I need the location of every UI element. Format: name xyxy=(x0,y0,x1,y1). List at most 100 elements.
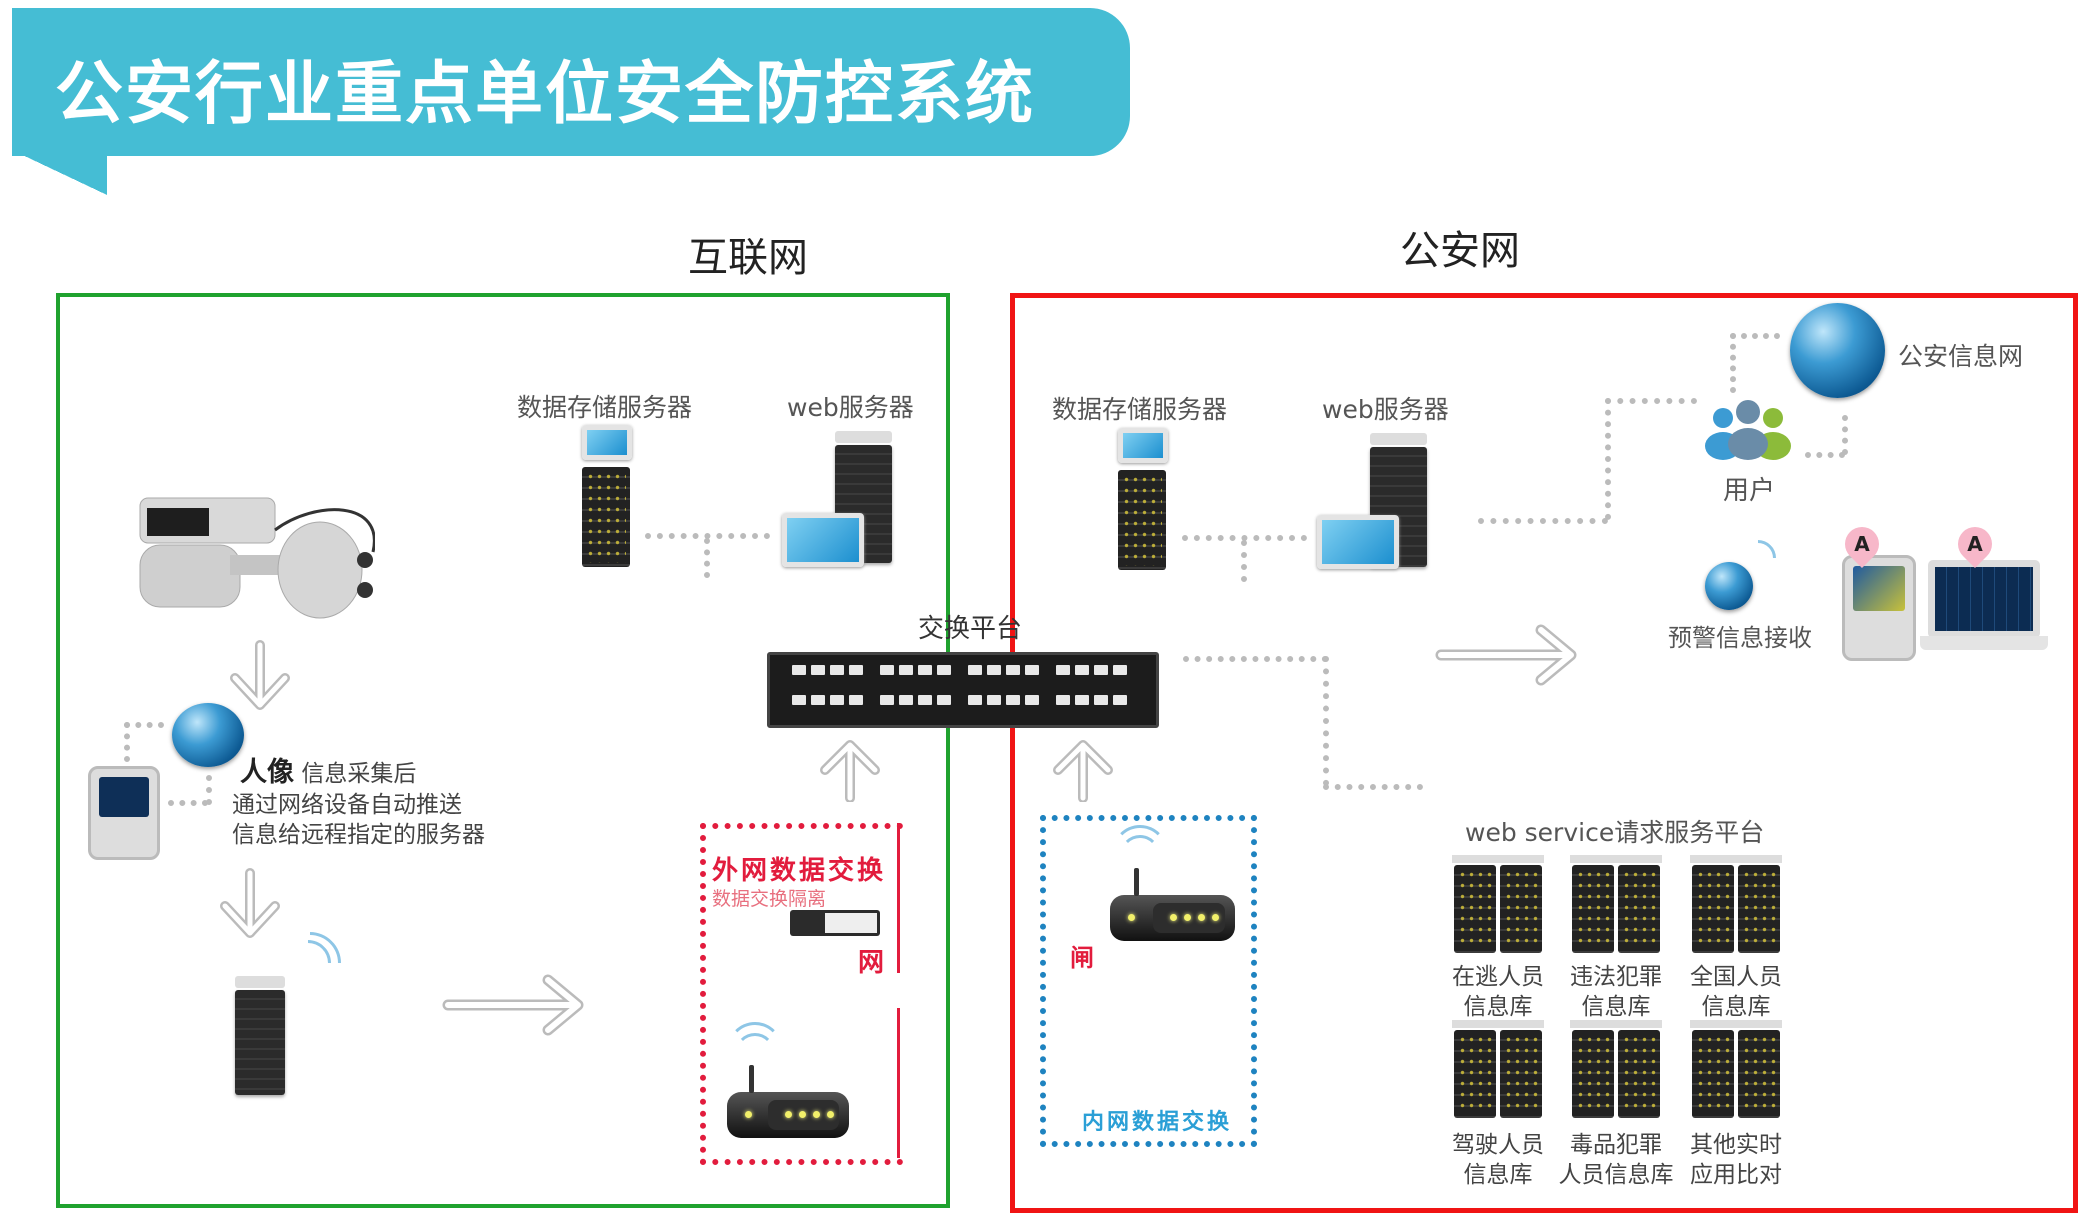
gate-char: 闸 xyxy=(1070,944,1094,972)
switch-port xyxy=(1094,695,1108,705)
exchange-platform-label: 交换平台 xyxy=(918,614,1023,644)
database-label-line2: 信息库 xyxy=(1463,994,1533,1020)
database-label-line2: 信息库 xyxy=(1463,1162,1533,1188)
inner-exchange-box xyxy=(1040,815,1257,1147)
database-server-icon xyxy=(1452,855,1544,955)
switch-port xyxy=(830,665,844,675)
dotted-connector xyxy=(206,775,212,805)
switch-port xyxy=(1056,665,1070,675)
police-web-server-label: web服务器 xyxy=(1322,395,1449,424)
switch-port xyxy=(849,695,863,705)
database-server-icon xyxy=(1452,1020,1544,1120)
dotted-connector xyxy=(1183,656,1328,662)
page-title: 公安行业重点单位安全防控系统 xyxy=(55,55,1036,134)
switch-port xyxy=(1025,665,1039,675)
web-service-title: web service请求服务平台 xyxy=(1465,818,1765,847)
dotted-connector xyxy=(1323,656,1329,786)
laptop-base xyxy=(1920,636,2048,650)
capture-caption-text: 信息采集后 xyxy=(301,761,417,787)
handheld-terminal-icon xyxy=(88,766,160,860)
database-label-line1: 驾驶人员 xyxy=(1452,1132,1544,1158)
capture-caption-bold: 人像 xyxy=(240,757,294,788)
database-server-icon xyxy=(1570,855,1662,955)
up-arrow-icon xyxy=(1053,740,1113,802)
face-capture-camera-icon xyxy=(135,490,376,640)
database-label: 驾驶人员信息库 xyxy=(1422,1130,1574,1190)
switch-port xyxy=(899,695,913,705)
user-label: 用户 xyxy=(1723,476,1776,506)
database-label-line1: 毒品犯罪 xyxy=(1570,1132,1662,1158)
database-label-line2: 应用比对 xyxy=(1690,1162,1782,1188)
outer-exchange-right-edge xyxy=(897,823,900,973)
internet-web-server-label: web服务器 xyxy=(787,393,914,422)
dotted-connector xyxy=(124,722,164,728)
alert-pin-icon: A xyxy=(1837,519,1887,569)
banner-tail xyxy=(12,150,107,195)
down-arrow-icon xyxy=(220,868,280,938)
switch-port xyxy=(1006,665,1020,675)
dotted-connector xyxy=(1842,415,1848,455)
switch-port xyxy=(1113,665,1127,675)
alert-phone-icon xyxy=(1842,555,1916,661)
database-label: 违法犯罪信息库 xyxy=(1540,962,1692,1022)
switch-port xyxy=(918,695,932,705)
switch-port xyxy=(880,665,894,675)
switch-port xyxy=(918,665,932,675)
internet-zone-frame xyxy=(56,293,950,1208)
database-label: 其他实时应用比对 xyxy=(1660,1130,1812,1190)
police-info-net-globe-icon xyxy=(1790,303,1885,398)
police-info-net-label: 公安信息网 xyxy=(1898,342,2024,371)
dotted-connector xyxy=(704,538,710,578)
alert-globe-icon xyxy=(1705,562,1753,610)
inner-exchange-title: 内网数据交换 xyxy=(1082,1110,1233,1135)
outer-exchange-right-edge xyxy=(897,1008,900,1158)
right-arrow-icon xyxy=(1435,624,1577,686)
switch-port xyxy=(811,695,825,705)
storage-console-icon xyxy=(1118,428,1168,463)
title-banner xyxy=(12,8,1130,156)
outer-router-icon xyxy=(727,1092,849,1138)
right-arrow-icon xyxy=(442,974,584,1036)
database-label-line2: 信息库 xyxy=(1701,994,1771,1020)
switch-port xyxy=(1056,695,1070,705)
switch-port xyxy=(987,695,1001,705)
web-console-icon xyxy=(1317,515,1399,569)
dotted-connector xyxy=(645,533,770,539)
dotted-connector xyxy=(1323,784,1423,790)
router-antenna xyxy=(1134,868,1139,896)
dotted-connector xyxy=(1730,333,1780,339)
police-storage-server-label: 数据存储服务器 xyxy=(1052,395,1228,424)
database-label: 在逃人员信息库 xyxy=(1422,962,1574,1022)
database-server-icon xyxy=(1570,1020,1662,1120)
database-label-line1: 其他实时 xyxy=(1690,1132,1782,1158)
outer-exchange-subtitle: 数据交换隔离 xyxy=(712,888,827,910)
router-antenna xyxy=(749,1065,754,1093)
database-label-line1: 全国人员 xyxy=(1690,964,1782,990)
zone-label-internet: 互联网 xyxy=(688,235,808,281)
database-server-icon xyxy=(1690,1020,1782,1120)
police-storage-server-icon xyxy=(1118,470,1166,570)
database-label: 毒品犯罪人员信息库 xyxy=(1540,1130,1692,1190)
users-icon xyxy=(1705,398,1795,460)
police-net-zone-frame xyxy=(1010,293,2078,1213)
inner-router-icon xyxy=(1110,895,1235,941)
zone-label-police-net: 公安网 xyxy=(1400,228,1520,274)
alert-pin-icon: A xyxy=(1950,519,2000,569)
down-arrow-icon xyxy=(230,640,290,710)
dotted-connector xyxy=(124,722,130,762)
storage-console-icon xyxy=(582,425,632,460)
switch-port xyxy=(880,695,894,705)
dotted-connector xyxy=(1605,398,1697,404)
capture-caption-line2: 通过网络设备自动推送 xyxy=(232,792,462,818)
switch-port xyxy=(792,665,806,675)
globe-icon xyxy=(172,703,244,767)
dotted-connector xyxy=(1730,333,1736,393)
isolation-device-icon xyxy=(790,910,880,936)
dotted-connector xyxy=(168,800,208,806)
dotted-connector xyxy=(1478,518,1608,524)
web-console-icon xyxy=(782,513,864,567)
capture-caption-line3: 信息给远程指定的服务器 xyxy=(232,822,485,848)
switch-port xyxy=(792,695,806,705)
alert-laptop-icon xyxy=(1928,560,2040,638)
database-label-line2: 信息库 xyxy=(1581,994,1651,1020)
